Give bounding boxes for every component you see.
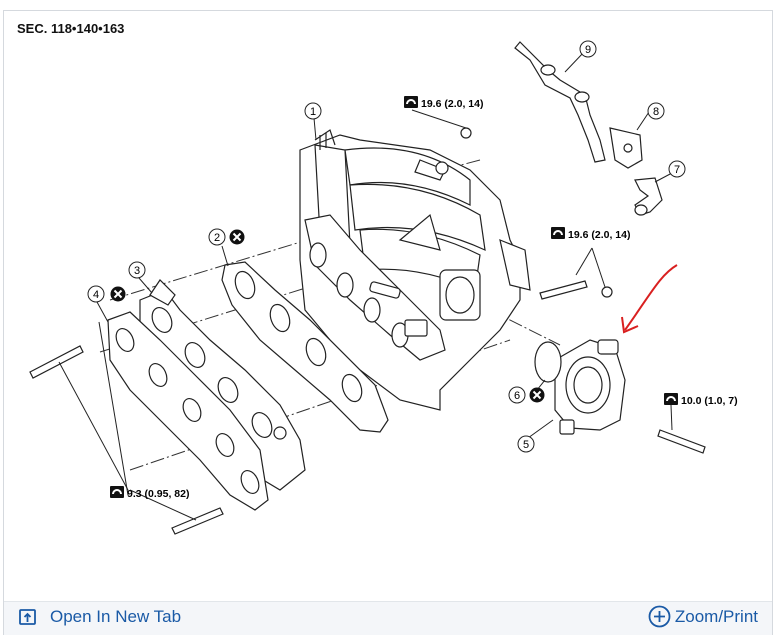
svg-text:9: 9: [585, 44, 591, 56]
image-toolbar: Open In New Tab Zoom/Print: [4, 601, 772, 635]
intake-adapter: [139, 279, 306, 491]
torque-wrench-icon: [109, 485, 125, 499]
zoom-plus-icon: [648, 605, 671, 628]
callout-2: 2: [208, 228, 226, 246]
manifold-gasket: [221, 261, 389, 433]
flange-gasket: [107, 311, 269, 511]
callout-4: 4: [87, 285, 105, 303]
section-code: SEC. 118•140•163: [17, 21, 125, 36]
intake-manifold: [299, 129, 531, 411]
svg-text:3: 3: [134, 265, 140, 277]
hose-assembly: [514, 41, 663, 216]
callout-1: 1: [304, 102, 322, 120]
zoom-print-label: Zoom/Print: [674, 606, 758, 626]
throttle-o-ring: [534, 341, 562, 383]
open-new-tab-icon: [18, 607, 38, 627]
callout-9: 9: [579, 40, 597, 58]
svg-text:10.0 (1.0, 7): 10.0 (1.0, 7): [681, 395, 738, 407]
torque-spec-right: 19.6 (2.0, 14): [550, 226, 630, 241]
svg-text:5: 5: [523, 439, 529, 451]
svg-text:2: 2: [214, 232, 220, 244]
replace-marker-4-icon: [109, 285, 127, 303]
throttle-body: [534, 339, 626, 435]
open-in-new-tab-link[interactable]: Open In New Tab: [18, 607, 181, 627]
open-in-new-tab-label: Open In New Tab: [50, 607, 182, 626]
torque-wrench-icon: [550, 226, 566, 240]
intake-manifold-diagram: 1 2 3 4 5 6 7 8 9 19.6 (2.0, 14): [29, 40, 738, 535]
torque-wrench-icon: [403, 95, 419, 109]
replace-marker-2-icon: [228, 228, 246, 246]
zoom-print-button[interactable]: Zoom/Print: [648, 605, 758, 628]
torque-wrench-icon: [663, 392, 679, 406]
callout-7: 7: [668, 160, 686, 178]
svg-text:1: 1: [310, 106, 316, 118]
callout-6: 6: [508, 386, 526, 404]
torque-spec-bottom: 9.3 (0.95, 82): [109, 485, 189, 500]
callout-3: 3: [128, 261, 146, 279]
callout-8: 8: [647, 102, 665, 120]
svg-text:8: 8: [653, 106, 659, 118]
leader-lines: [58, 51, 673, 521]
svg-text:9.3 (0.95, 82): 9.3 (0.95, 82): [127, 488, 189, 500]
svg-text:19.6 (2.0, 14): 19.6 (2.0, 14): [568, 229, 630, 241]
svg-text:6: 6: [514, 390, 520, 402]
torque-spec-throttle: 10.0 (1.0, 7): [663, 392, 738, 407]
annotation-arrow: [621, 264, 678, 334]
svg-text:4: 4: [93, 289, 99, 301]
svg-text:19.6 (2.0, 14): 19.6 (2.0, 14): [421, 98, 483, 110]
svg-text:7: 7: [674, 164, 680, 176]
studs: [29, 127, 706, 535]
torque-spec-top: 19.6 (2.0, 14): [403, 95, 483, 110]
replace-marker-6-icon: [528, 386, 546, 404]
callout-5: 5: [517, 435, 535, 453]
